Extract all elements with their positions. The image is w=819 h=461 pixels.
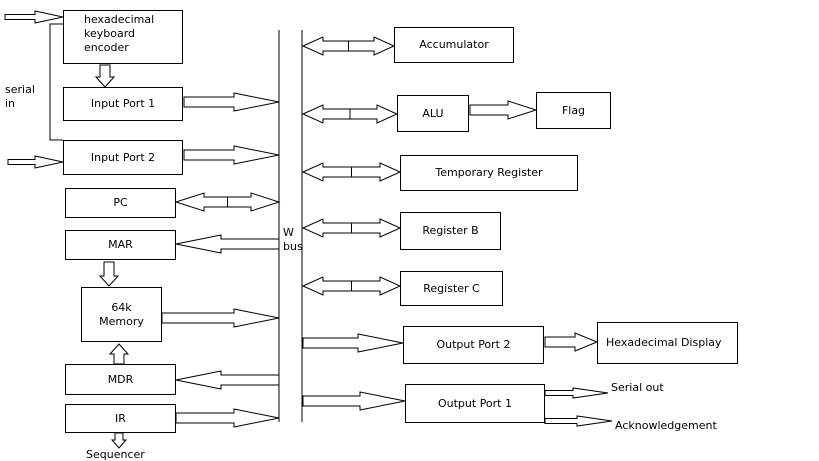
mdr-label: MDR — [107, 372, 134, 386]
encoder-to-input-port-1-arrow — [94, 64, 116, 88]
bus-to-mar-arrow — [175, 234, 280, 254]
input-port-1-block: Input Port 1 — [63, 87, 183, 121]
temporary-register-label: Temporary Register — [435, 166, 543, 180]
serial-in-line — [49, 23, 63, 141]
memory-label: 64k Memory — [99, 300, 144, 328]
flag-block: Flag — [536, 92, 611, 129]
ir-to-sequencer-arrow — [110, 432, 128, 449]
flag-label: Flag — [561, 103, 586, 117]
serial-out-arrow — [544, 387, 609, 399]
acknowledgement-label: Acknowledgement — [615, 419, 717, 432]
register-b-block: Register B — [400, 212, 501, 250]
pc-label: PC — [113, 196, 128, 210]
output-port-2-block: Output Port 2 — [403, 326, 544, 364]
w-bus-label-line-1: W — [283, 226, 294, 239]
mdr-block: MDR — [65, 364, 176, 395]
ir-block: IR — [65, 404, 176, 433]
output-port-1-label: Output Port 1 — [437, 396, 512, 410]
output-port-2-to-display-arrow — [544, 332, 599, 352]
serial-out-label: Serial out — [611, 381, 664, 394]
pc-block: PC — [65, 188, 176, 218]
serial-in-label-line-1: serial — [5, 83, 35, 96]
alu-to-flag-arrow — [469, 100, 538, 120]
bus-to-output-port-2-arrow — [302, 333, 404, 353]
accumulator-block: Accumulator — [394, 27, 514, 63]
mar-to-memory-arrow — [98, 261, 120, 287]
mdr-to-memory-arrow — [108, 343, 130, 365]
keyboard-encoder-block: hexadecimal keyboard encoder — [63, 10, 183, 64]
register-c-label: Register C — [423, 281, 480, 295]
ir-label: IR — [115, 411, 126, 425]
ir-to-bus-arrow — [175, 408, 280, 428]
serial-in-top-arrow — [4, 10, 64, 24]
register-c-block: Register C — [400, 271, 503, 306]
mar-label: MAR — [108, 238, 133, 252]
alu-block: ALU — [397, 95, 469, 132]
memory-to-bus-arrow — [161, 308, 280, 328]
input-port-1-label: Input Port 1 — [90, 97, 156, 111]
serial-in-bottom-arrow — [7, 155, 64, 169]
mar-block: MAR — [65, 230, 176, 260]
alu-label: ALU — [422, 106, 444, 120]
hexadecimal-display-label: Hexadecimal Display — [606, 336, 722, 350]
temporary-register-block: Temporary Register — [400, 155, 578, 191]
acknowledgement-arrow — [544, 415, 613, 427]
accumulator-label: Accumulator — [419, 38, 489, 52]
output-port-1-block: Output Port 1 — [405, 384, 545, 423]
register-b-label: Register B — [422, 224, 479, 238]
w-bus-label-line-2: bus — [283, 240, 303, 253]
hexadecimal-display-block: Hexadecimal Display — [597, 322, 738, 364]
output-port-2-label: Output Port 2 — [436, 338, 511, 352]
memory-block: 64k Memory — [81, 287, 162, 342]
input-port-2-block: Input Port 2 — [63, 140, 183, 175]
keyboard-encoder-label: hexadecimal keyboard encoder — [84, 13, 155, 54]
bus-to-mdr-arrow — [175, 370, 280, 390]
bus-to-output-port-1-arrow — [302, 391, 406, 411]
input-port-1-to-bus-arrow — [183, 92, 280, 112]
serial-in-label-line-2: in — [5, 97, 16, 110]
input-port-2-to-bus-arrow — [183, 145, 280, 165]
input-port-2-label: Input Port 2 — [90, 150, 156, 164]
sequencer-label: Sequencer — [86, 448, 145, 461]
